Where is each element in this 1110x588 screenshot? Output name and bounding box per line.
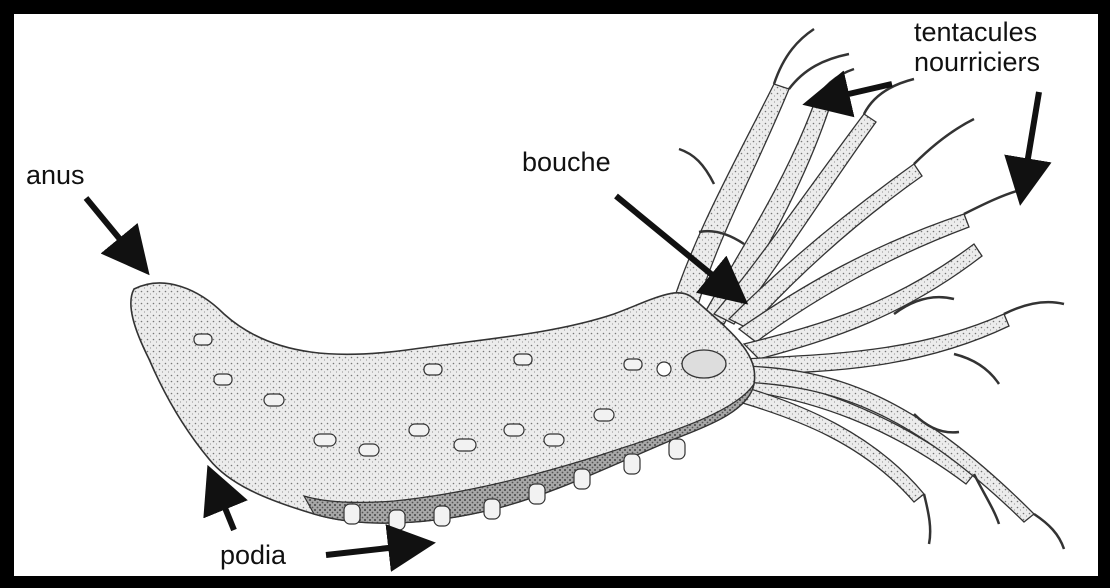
label-tentacules-line2: nourriciers <box>914 47 1040 77</box>
label-bouche: bouche <box>522 147 611 177</box>
arrow-podia-up <box>212 476 234 530</box>
label-tentacules-line1: tentacules <box>914 17 1040 47</box>
diagram-frame: anus bouche tentacules nourriciers podia <box>14 14 1098 576</box>
label-podia: podia <box>220 540 286 570</box>
arrow-podia-right <box>326 544 424 555</box>
sea-cucumber-body <box>131 283 755 530</box>
arrow-tentacle-right <box>1022 92 1039 194</box>
label-anus: anus <box>26 160 85 190</box>
sea-cucumber-illustration <box>14 14 1098 576</box>
label-tentacules-nourriciers: tentacules nourriciers <box>914 17 1040 77</box>
arrow-anus <box>86 198 142 266</box>
